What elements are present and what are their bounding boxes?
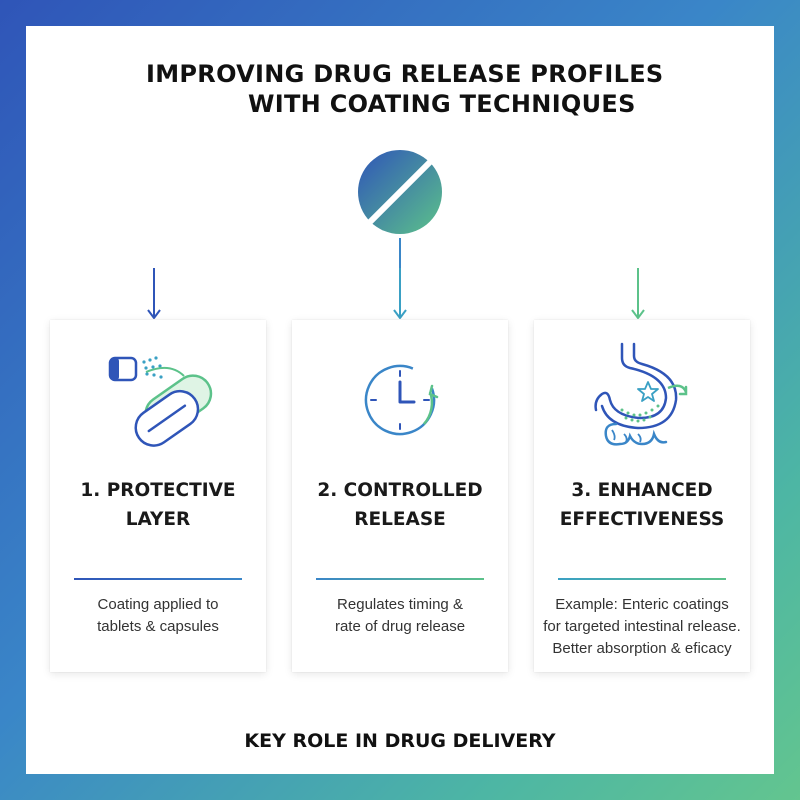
card-title: 1. PROTECTIVE LAYER (80, 480, 236, 530)
card-divider (74, 578, 242, 580)
card-divider (558, 578, 726, 580)
card-description: Coating applied to tablets & capsules (97, 596, 219, 635)
card-protective-layer: 1. PROTECTIVE LAYER Coating applied to t… (50, 320, 266, 672)
card-title: 2. CONTROLLED RELEASE (317, 480, 483, 530)
footer-caption: KEY ROLE IN DRUG DELIVERY (244, 730, 556, 752)
branch-lines (147, 238, 645, 319)
card-description: Example: Enteric coatings for targeted i… (543, 596, 741, 657)
flow-connector (147, 150, 645, 319)
stomach-intestine-icon (594, 342, 688, 446)
spray-coating-capsule-icon (108, 356, 213, 447)
coated-pill-icon (358, 150, 442, 234)
card-description: Regulates timing & rate of drug release (334, 596, 466, 635)
card-title: 3. ENHANCED EFFECTIVENESS (559, 480, 725, 530)
page-title-line-1: IMPROVING DRUG RELEASE PROFILES (146, 60, 664, 88)
page-title-line-2: WITH COATING TECHNIQUES (248, 90, 636, 118)
card-enhanced-effectiveness: 3. ENHANCED EFFECTIVENESS Example: Enter… (534, 320, 750, 672)
clock-timer-icon (364, 364, 439, 436)
card-divider (316, 578, 484, 580)
card-controlled-release: 2. CONTROLLED RELEASE Regulates timing &… (292, 320, 508, 672)
infographic-canvas: IMPROVING DRUG RELEASE PROFILES WITH COA… (26, 26, 774, 774)
